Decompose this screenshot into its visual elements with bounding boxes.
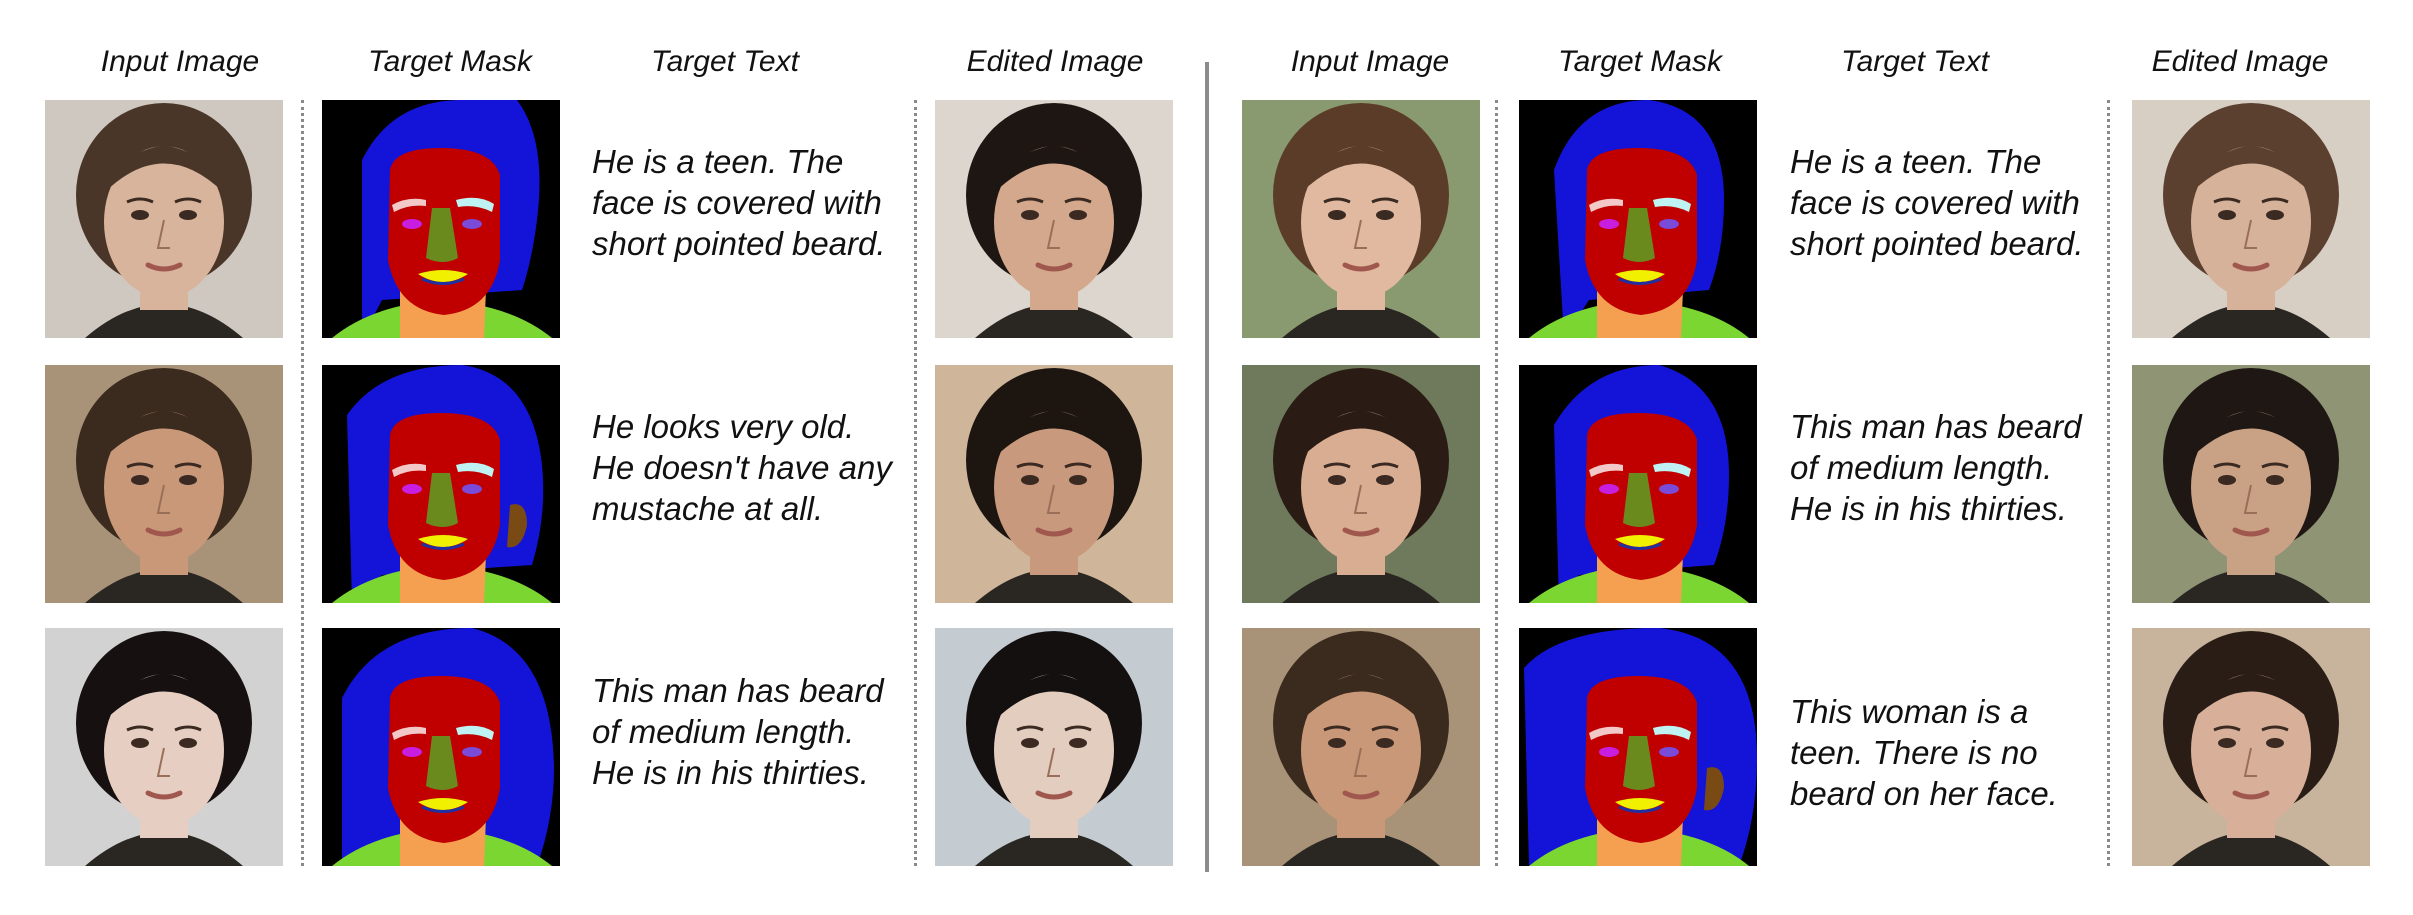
input-face-photo [1242,365,1480,603]
edited-face-photo [935,628,1173,866]
target-segmentation-mask [322,628,560,866]
target-segmentation-mask [322,100,560,338]
target-segmentation-mask [322,365,560,603]
input-face-photo [1242,100,1480,338]
edited-face-photo [2132,365,2370,603]
dotted-separator [2107,100,2110,866]
target-text: This man has beard of medium length. He … [1790,408,2082,527]
header-edited-image-right: Edited Image [2151,45,2329,78]
target-text: He looks very old. He doesn't have any m… [592,408,892,527]
target-segmentation-mask [1519,100,1757,338]
edited-face-photo [935,100,1173,338]
dotted-separator [914,100,917,866]
dotted-separator [301,100,304,866]
edited-face-photo [2132,628,2370,866]
panel-divider [1205,62,1209,872]
target-segmentation-mask [1519,365,1757,603]
target-segmentation-mask [1519,628,1757,866]
header-edited-image-left: Edited Image [966,45,1144,78]
header-target-text-left: Target Text [651,45,799,78]
input-face-photo [45,628,283,866]
input-face-photo [45,365,283,603]
edited-face-photo [2132,100,2370,338]
dotted-separator [1495,100,1498,866]
header-input-image-right: Input Image [1290,45,1450,78]
target-text: This man has beard of medium length. He … [592,672,884,791]
target-text: He is a teen. The face is covered with s… [592,143,886,262]
input-face-photo [45,100,283,338]
header-target-text-right: Target Text [1841,45,1989,78]
header-target-mask-left: Target Mask [368,45,532,78]
target-text: This woman is a teen. There is no beard … [1790,693,2058,812]
header-input-image-left: Input Image [100,45,260,78]
target-text: He is a teen. The face is covered with s… [1790,143,2084,262]
header-target-mask-right: Target Mask [1558,45,1722,78]
edited-face-photo [935,365,1173,603]
input-face-photo [1242,628,1480,866]
